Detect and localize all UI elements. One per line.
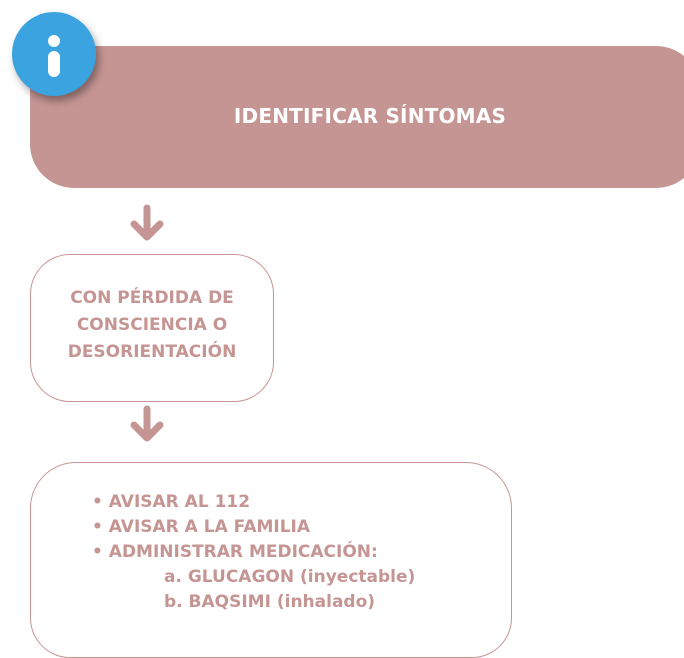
symptom-line: CON PÉRDIDA DE [70, 288, 234, 308]
symptom-line: DESORIENTACIÓN [67, 342, 237, 362]
medication-item: b. BAQSIMI (inhalado) [164, 592, 376, 612]
symptom-node-text: CON PÉRDIDA DE CONSCIENCIA O DESORIENTAC… [30, 285, 274, 366]
arrow-down-icon [130, 405, 164, 442]
action-item: • AVISAR A LA FAMILIA [92, 517, 311, 537]
action-item: • AVISAR AL 112 [92, 492, 251, 512]
info-icon [12, 12, 96, 96]
symptom-line: CONSCIENCIA O [76, 315, 228, 335]
header-banner [30, 46, 684, 188]
medication-item: a. GLUCAGON (inyectable) [164, 567, 416, 587]
arrow-down-icon [130, 204, 164, 241]
actions-list: • AVISAR AL 112 • AVISAR A LA FAMILIA • … [92, 490, 415, 615]
action-item: • ADMINISTRAR MEDICACIÓN: [92, 542, 378, 562]
header-title: IDENTIFICAR SÍNTOMAS [233, 104, 507, 128]
symptom-node [30, 254, 274, 402]
